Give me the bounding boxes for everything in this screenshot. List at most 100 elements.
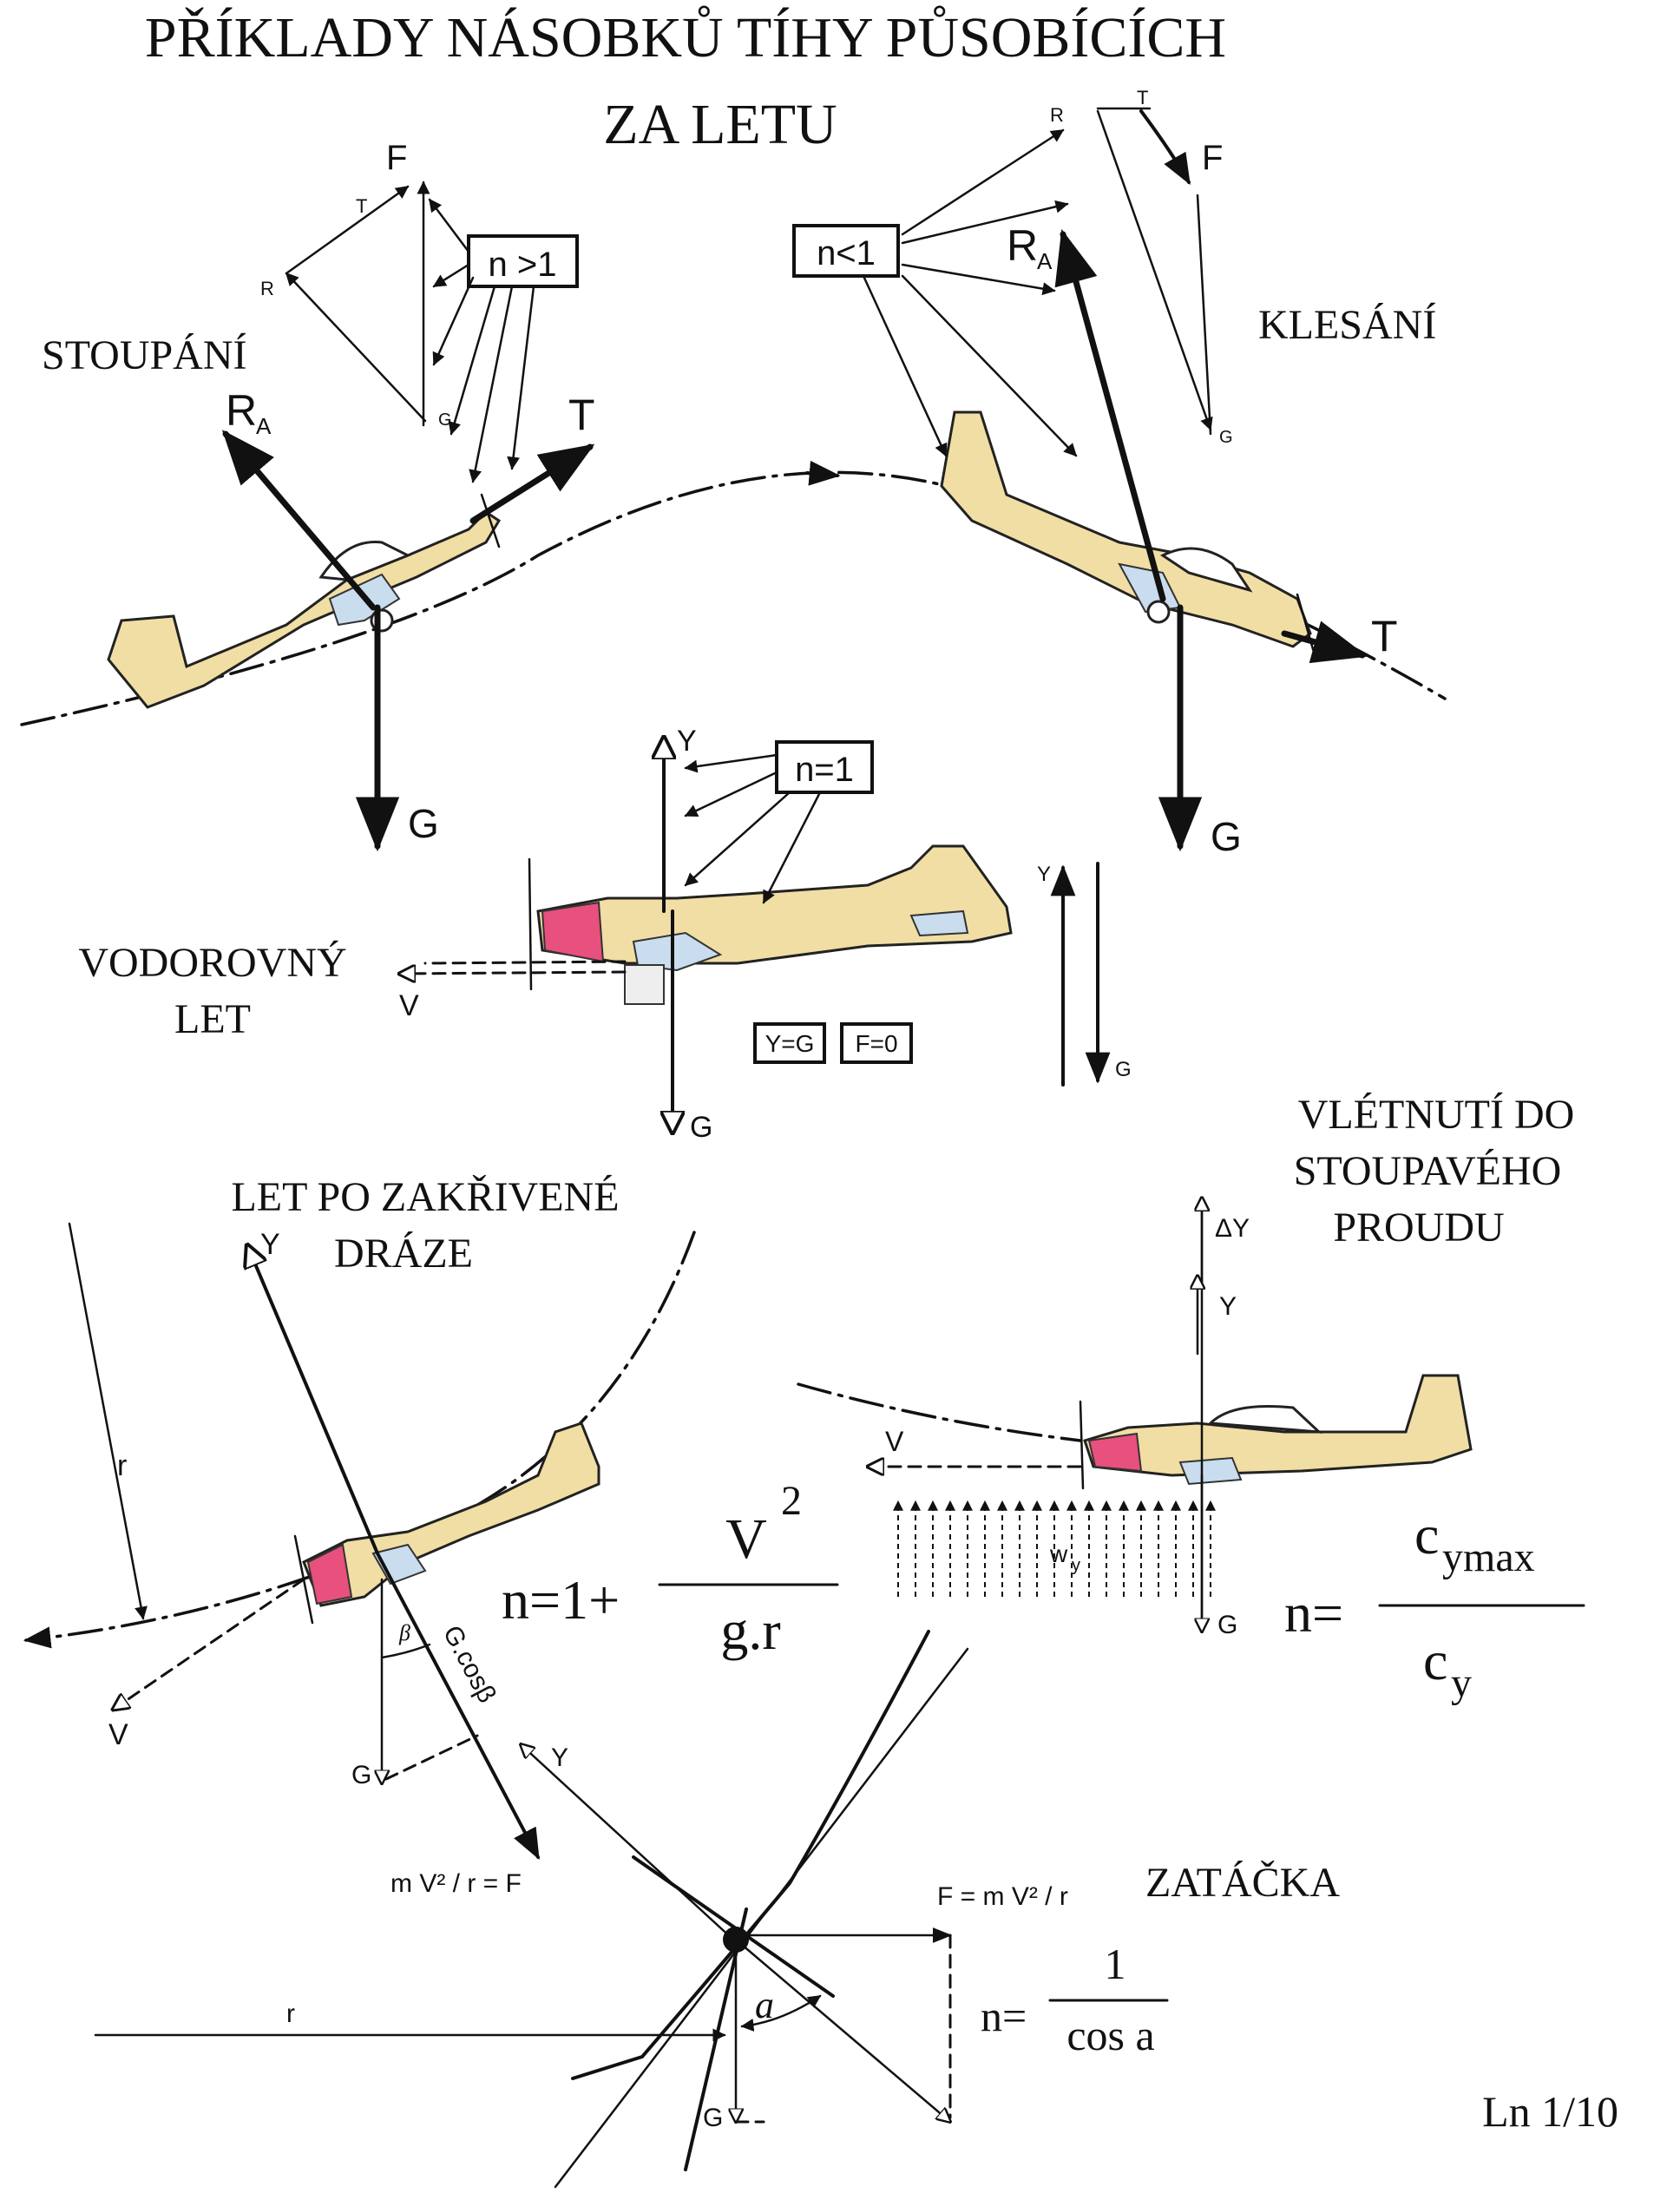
climb-ra-label: R (226, 386, 257, 435)
gust-label-line-2: STOUPAVÉHO (1294, 1148, 1562, 1194)
gust-panel: VLÉTNUTÍ DO STOUPAVÉHO PROUDU ΔY Y G V w… (797, 1092, 1585, 1706)
climb-n-box-text: n >1 (489, 246, 557, 284)
curved-mv2r-label: m V² / r = F (390, 1869, 522, 1898)
turn-wing-line-1 (571, 1630, 930, 2080)
climb-panel: STOUPÁNÍ R A T G F T R G n >1 (42, 139, 595, 852)
climb-label: STOUPÁNÍ (42, 332, 246, 378)
descent-ra-label: R (1007, 221, 1038, 270)
gust-canopy (1207, 1405, 1323, 1434)
turn-wing-line-2 (554, 1647, 969, 2189)
climb-ra-arrow (221, 430, 377, 611)
level-tail-shading (909, 909, 969, 937)
gust-fuselage (1083, 1374, 1473, 1477)
curved-y-arrow (247, 1245, 379, 1555)
climb-pointer-1 (428, 198, 470, 253)
descent-ra-sub: A (1037, 248, 1053, 274)
descent-pointer-1 (901, 128, 1065, 236)
gust-airplane (1079, 1374, 1473, 1490)
turn-label: ZATÁČKA (1145, 1859, 1340, 1906)
descent-canopy (1160, 547, 1253, 593)
level-eq2-box (840, 1022, 913, 1064)
descent-triangle-g (1196, 194, 1212, 436)
trajectory-arrow (805, 460, 841, 486)
turn-formula-num: 1 (1105, 1940, 1126, 1988)
curved-g-label: G (351, 1761, 371, 1789)
curved-radius-line (68, 1222, 148, 1620)
curved-airplane (293, 1422, 600, 1625)
level-n-box (775, 740, 874, 794)
descent-pointer-3 (901, 263, 1056, 296)
climb-n-box (467, 234, 579, 288)
descent-ra-arrow (1054, 228, 1166, 602)
title-line-2: ZA LETU (603, 93, 837, 156)
level-fuselage (536, 844, 1013, 965)
climb-ra-sub: A (256, 413, 272, 439)
gust-wy-label: w (1049, 1540, 1068, 1567)
level-g-label: G (690, 1111, 712, 1144)
level-v-arrow-2 (423, 960, 627, 965)
descent-t-label: T (1371, 612, 1398, 660)
gust-formula-num-sub: ymax (1442, 1534, 1535, 1580)
level-wing-shading (632, 931, 723, 972)
turn-tail-line (632, 1855, 835, 1998)
descent-triangle-f (1139, 109, 1191, 186)
curved-r-label: r (117, 1449, 127, 1482)
level-y-label: Y (677, 725, 697, 758)
curved-v-label: V (108, 1718, 128, 1751)
descent-wheel (1146, 600, 1171, 624)
descent-triangle-t-label: T (1137, 87, 1148, 108)
curved-label-line-2: DRÁZE (334, 1231, 473, 1277)
gust-wy-sub: y (1072, 1556, 1080, 1575)
turn-g-label: G (703, 2104, 723, 2132)
descent-triangle-ra (1096, 109, 1213, 431)
climb-triangle-ra-label: R (260, 278, 274, 299)
descent-pointer-5 (862, 274, 948, 457)
turn-a-arc (740, 1994, 822, 2032)
climb-triangle-f-label: F (386, 139, 407, 177)
descent-t-arrow (1281, 620, 1368, 664)
level-landing-gear (624, 964, 665, 1005)
level-pointer-3 (684, 791, 791, 887)
gust-label-line-1: VLÉTNUTÍ DO (1298, 1092, 1575, 1138)
level-eq2: F=0 (855, 1030, 897, 1057)
gust-propeller (1079, 1400, 1085, 1490)
level-label-line-1: VODOROVNÝ (78, 940, 346, 986)
descent-triangle-f-label: F (1202, 139, 1223, 177)
level-n-box-text: n=1 (795, 751, 854, 789)
turn-resultant-arrow (734, 1938, 950, 2122)
curved-nose (306, 1543, 353, 1605)
curved-label-line-1: LET PO ZAKŘIVENÉ (231, 1174, 619, 1220)
descent-airplane (940, 410, 1316, 657)
climb-pointer-3 (432, 276, 475, 366)
gust-v-label: V (885, 1426, 904, 1457)
level-side-g-label: G (1115, 1058, 1132, 1081)
level-pointer-4 (762, 791, 822, 904)
gust-dy-label: ΔY (1215, 1214, 1250, 1243)
descent-g-label: G (1211, 814, 1242, 859)
gust-formula-den: c (1423, 1630, 1447, 1691)
turn-formula-den: cos a (1066, 2011, 1154, 2059)
curved-formula-num: V (725, 1507, 767, 1571)
turn-a-label: a (755, 1984, 774, 2026)
curved-formula-lhs: n=1+ (502, 1569, 620, 1631)
descent-panel: KLESÁNÍ R A T G F T R G n<1 (792, 87, 1436, 859)
climb-propeller (480, 493, 501, 548)
level-v-arrow (399, 972, 627, 974)
gust-trajectory (797, 1382, 1082, 1442)
gust-y-label: Y (1219, 1292, 1237, 1321)
turn-f-label: F = m V² / r (937, 1882, 1068, 1911)
gust-wing-shading (1178, 1456, 1243, 1486)
climb-fuselage (107, 510, 502, 709)
descent-fuselage (940, 410, 1312, 648)
climb-pointer-2 (432, 263, 470, 288)
descent-n-box-text: n<1 (817, 234, 876, 272)
climb-t-arrow (469, 443, 595, 524)
climb-triangle-ra (285, 272, 427, 423)
climb-pointer-6 (507, 285, 535, 470)
level-label-line-2: LET (174, 996, 251, 1042)
title-line-1: PŘÍKLADY NÁSOBKŮ TÍHY PŮSOBÍCÍCH (145, 5, 1226, 69)
descent-triangle-ra-label: R (1050, 104, 1064, 126)
curved-v-arrow (113, 1578, 305, 1710)
